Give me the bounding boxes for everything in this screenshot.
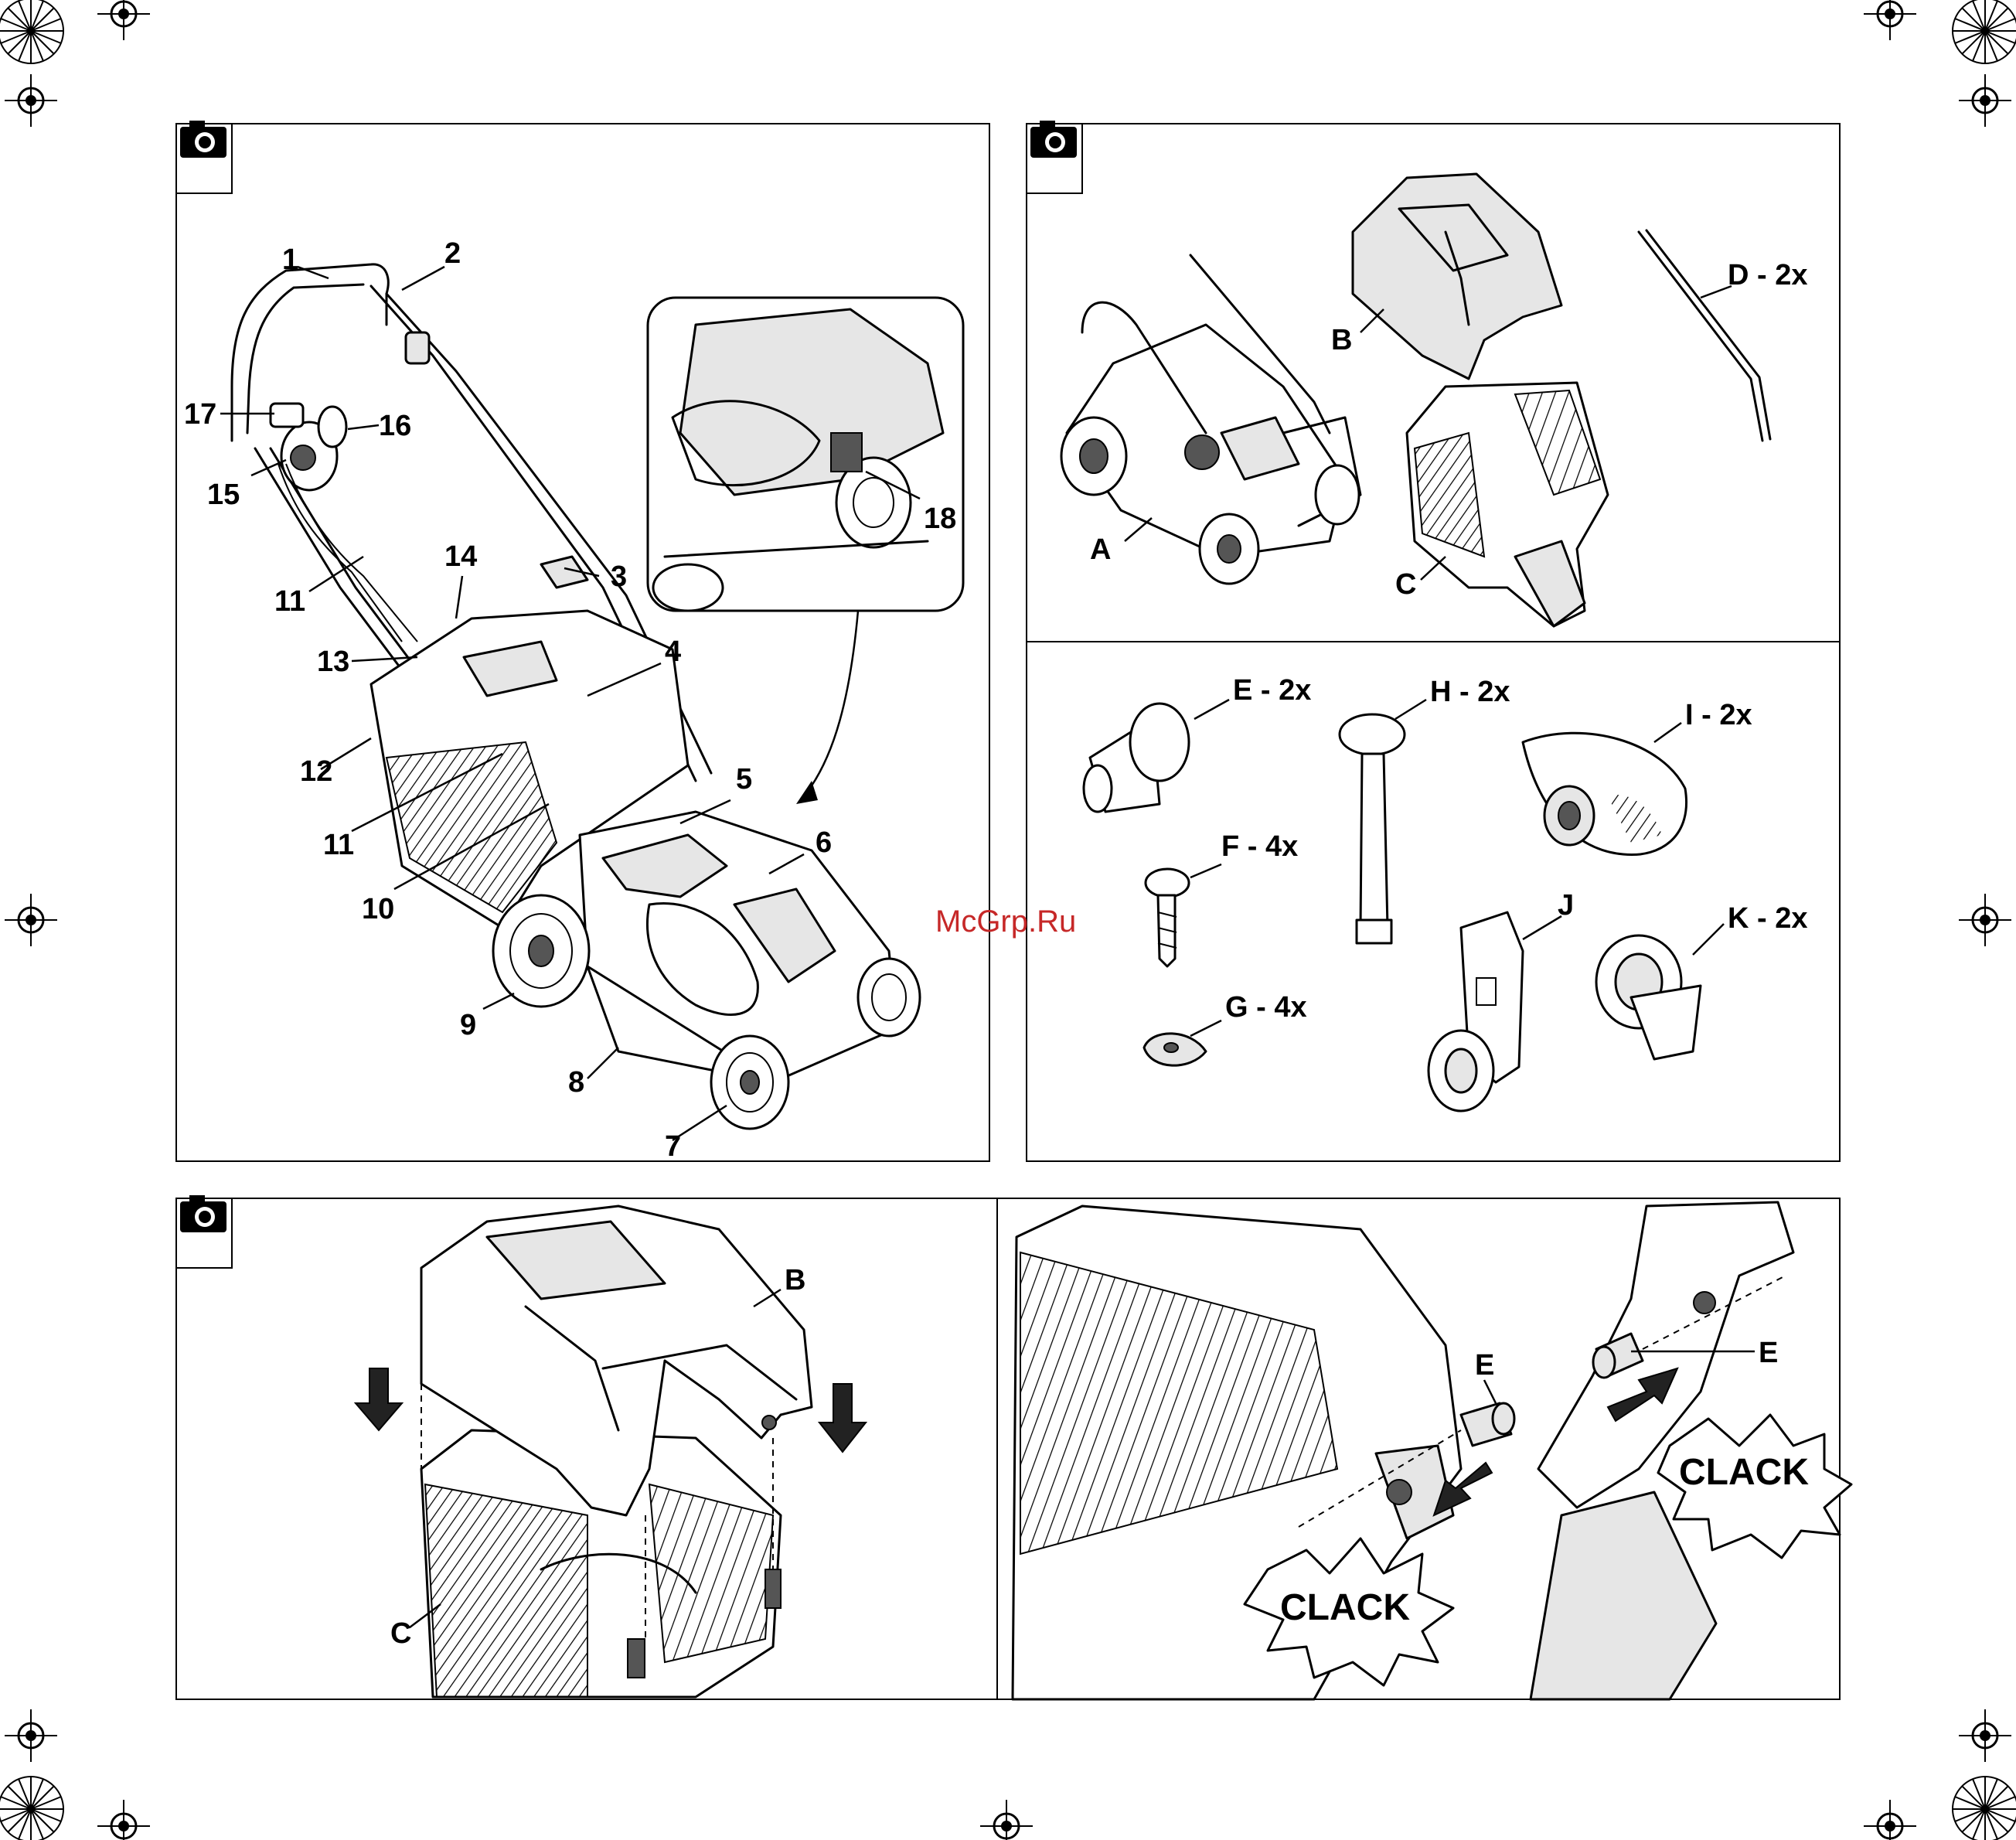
camera-icon [180, 121, 226, 158]
label-15: 15 [207, 479, 240, 511]
label-7: 7 [665, 1130, 681, 1163]
label-G-4x: G - 4x [1225, 991, 1307, 1024]
label-4: 4 [665, 635, 681, 668]
arrow-down-icon [819, 1384, 866, 1452]
label-K-2x: K - 2x [1728, 902, 1807, 935]
label-D: D - 2x [1728, 259, 1807, 291]
label-H-2x: H - 2x [1430, 676, 1510, 708]
label-A: A [1090, 533, 1111, 566]
label-1: 1 [282, 244, 298, 276]
arrow-down-icon [356, 1368, 402, 1430]
clack-text-right: CLACK [1679, 1452, 1809, 1493]
label-18: 18 [924, 503, 956, 535]
clack-text-left: CLACK [1280, 1587, 1410, 1628]
label-5: 5 [736, 763, 752, 796]
watermark: McGrp.Ru [935, 905, 1076, 939]
label-9: 9 [460, 1009, 476, 1041]
panel-box-contents: A B C D - 2x [1027, 121, 1840, 642]
label-E-right: E [1759, 1337, 1778, 1369]
label-B: B [1331, 324, 1352, 356]
label-10: 10 [362, 893, 394, 925]
label-12: 12 [300, 755, 332, 788]
label-F-4x: F - 4x [1221, 830, 1298, 863]
label-13: 13 [317, 646, 349, 678]
sleeve-left [1461, 1403, 1514, 1446]
label-11a: 11 [274, 585, 305, 618]
label-6: 6 [816, 826, 832, 859]
camera-icon [1030, 121, 1077, 158]
label-J: J [1558, 889, 1574, 922]
panel-sleeve-insertion: CLACK CLACK E E [997, 1198, 1851, 1699]
label-14: 14 [444, 540, 477, 573]
label-2: 2 [444, 237, 461, 270]
label-C: C [1395, 568, 1416, 601]
panel-mower-overview: 1 2 3 4 5 6 7 8 9 10 11 11 12 13 14 15 1… [176, 121, 989, 1163]
label-16: 16 [379, 410, 411, 442]
label-B: B [785, 1264, 805, 1297]
panel-small-parts: E - 2x F - 4x G - 4x H - 2x I - 2x J [1027, 642, 1840, 1161]
label-E-2x: E - 2x [1233, 674, 1311, 707]
label-11b: 11 [323, 829, 354, 861]
panel-hood-assembly: B C [176, 1195, 997, 1699]
camera-icon [180, 1195, 226, 1232]
label-3: 3 [611, 561, 627, 593]
label-E-left: E [1475, 1349, 1494, 1382]
label-8: 8 [568, 1066, 584, 1099]
label-I-2x: I - 2x [1685, 699, 1752, 731]
label-C: C [390, 1617, 411, 1650]
label-17: 17 [184, 398, 216, 431]
